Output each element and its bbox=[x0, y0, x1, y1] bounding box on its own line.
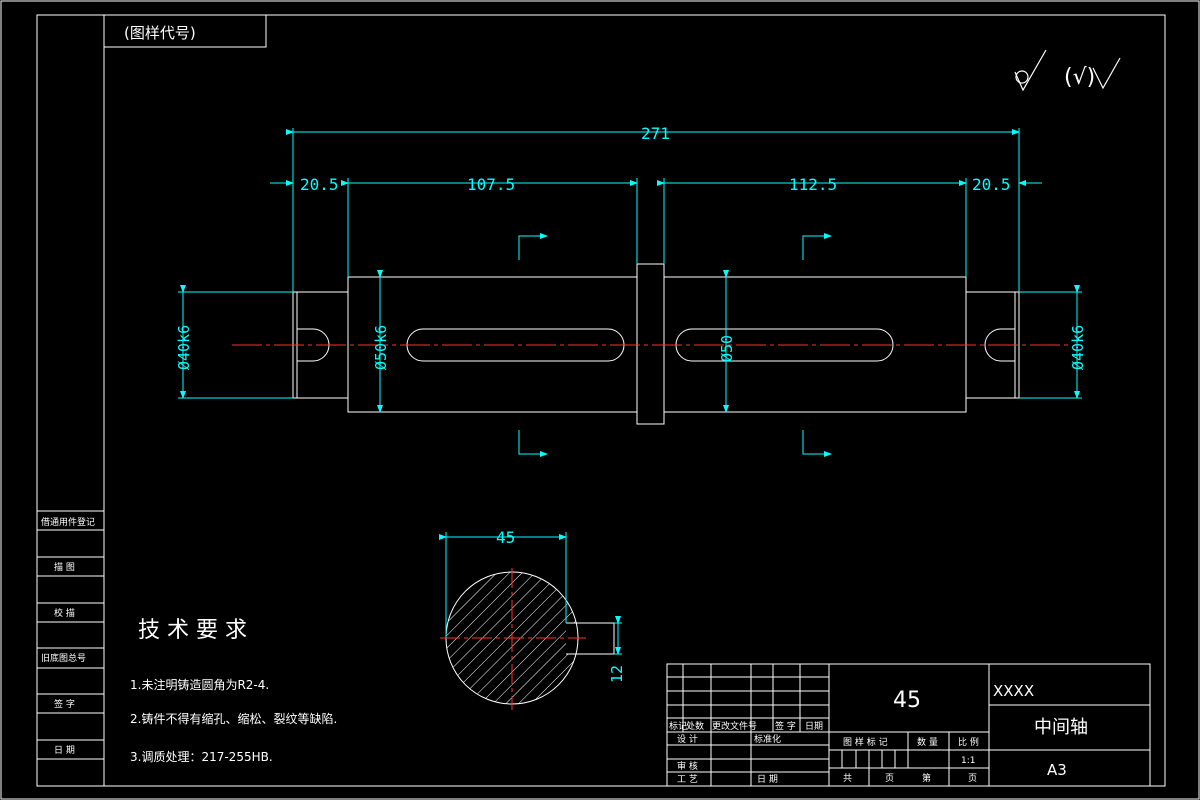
shaft-view bbox=[292, 263, 1020, 425]
left-column-table bbox=[37, 510, 104, 760]
dim-keyway-width: 12 bbox=[608, 665, 626, 683]
roughness-note: (√) bbox=[1064, 65, 1095, 90]
left-col-item-6: 日 期 bbox=[54, 745, 75, 756]
section-marks bbox=[518, 233, 832, 457]
dim-left-bearing-dia: Ø40k6 bbox=[175, 325, 193, 370]
title-block bbox=[666, 663, 1151, 787]
tech-req-item-2: 2.铸件不得有缩孔、缩松、裂纹等缺陷. bbox=[130, 711, 337, 726]
vertical-dimensions bbox=[178, 270, 1082, 413]
qty-label: 数 量 bbox=[917, 736, 938, 748]
total-label: 共 bbox=[843, 773, 852, 784]
page-label-1: 页 bbox=[885, 773, 894, 784]
tech-req-item-1: 1.未注明铸造圆角为R2-4. bbox=[130, 677, 269, 692]
left-col-item-3: 校 描 bbox=[54, 607, 75, 619]
drawing-tag-box: (图样代号) bbox=[103, 14, 267, 48]
tech-req-title: 技 术 要 求 bbox=[138, 618, 247, 643]
role-review: 审 核 bbox=[677, 760, 698, 772]
rev-header-sign: 签 字 bbox=[775, 720, 796, 732]
dim-right-end: 20.5 bbox=[972, 175, 1011, 194]
scale-label: 比 例 bbox=[958, 736, 979, 748]
dim-right-span: 112.5 bbox=[789, 175, 837, 194]
page-label-2: 页 bbox=[968, 773, 977, 784]
dim-left-span: 107.5 bbox=[467, 175, 515, 194]
sheet-size: A3 bbox=[1047, 761, 1067, 779]
dim-right-bearing-dia: Ø40k6 bbox=[1069, 325, 1087, 370]
drawing-frame bbox=[36, 14, 1166, 787]
part-name: 中间轴 bbox=[1034, 717, 1088, 738]
role-process: 工 艺 bbox=[677, 774, 698, 785]
role-design: 设 计 bbox=[677, 733, 698, 745]
left-col-item-1: 借通用件登记 bbox=[41, 516, 95, 528]
material-value: 45 bbox=[893, 688, 921, 713]
drawing-tag-label: (图样代号) bbox=[124, 24, 196, 42]
dim-left-end: 20.5 bbox=[300, 175, 339, 194]
rev-header-date: 日期 bbox=[805, 721, 823, 732]
rev-header-doc: 更改文件号 bbox=[712, 720, 757, 732]
left-col-item-2: 描 图 bbox=[54, 561, 75, 573]
role-date: 日 期 bbox=[757, 774, 778, 785]
cross-section-view bbox=[440, 568, 615, 710]
rev-header-count: 处数 bbox=[686, 720, 704, 732]
roughness-symbol bbox=[1014, 49, 1121, 92]
mark-label: 图 样 标 记 bbox=[843, 736, 888, 748]
sheet-label: 第 bbox=[922, 772, 931, 784]
dim-left-journal-dia: Ø50k6 bbox=[372, 325, 390, 370]
tech-req-item-3: 3.调质处理：217-255HB. bbox=[130, 750, 273, 764]
rev-header-mark: 标记 bbox=[669, 720, 687, 732]
horizontal-dimensions bbox=[270, 128, 1042, 292]
dim-section-width: 45 bbox=[496, 528, 515, 547]
role-standard: 标准化 bbox=[754, 733, 781, 745]
dim-overall-length: 271 bbox=[641, 124, 670, 143]
left-col-item-4: 旧底图总号 bbox=[41, 652, 86, 664]
left-col-item-5: 签 字 bbox=[54, 698, 75, 710]
scale-value: 1:1 bbox=[961, 756, 975, 766]
company-name: XXXX bbox=[993, 682, 1034, 700]
section-dimensions bbox=[439, 532, 622, 655]
dim-right-journal-dia: Ø50 bbox=[718, 335, 736, 362]
